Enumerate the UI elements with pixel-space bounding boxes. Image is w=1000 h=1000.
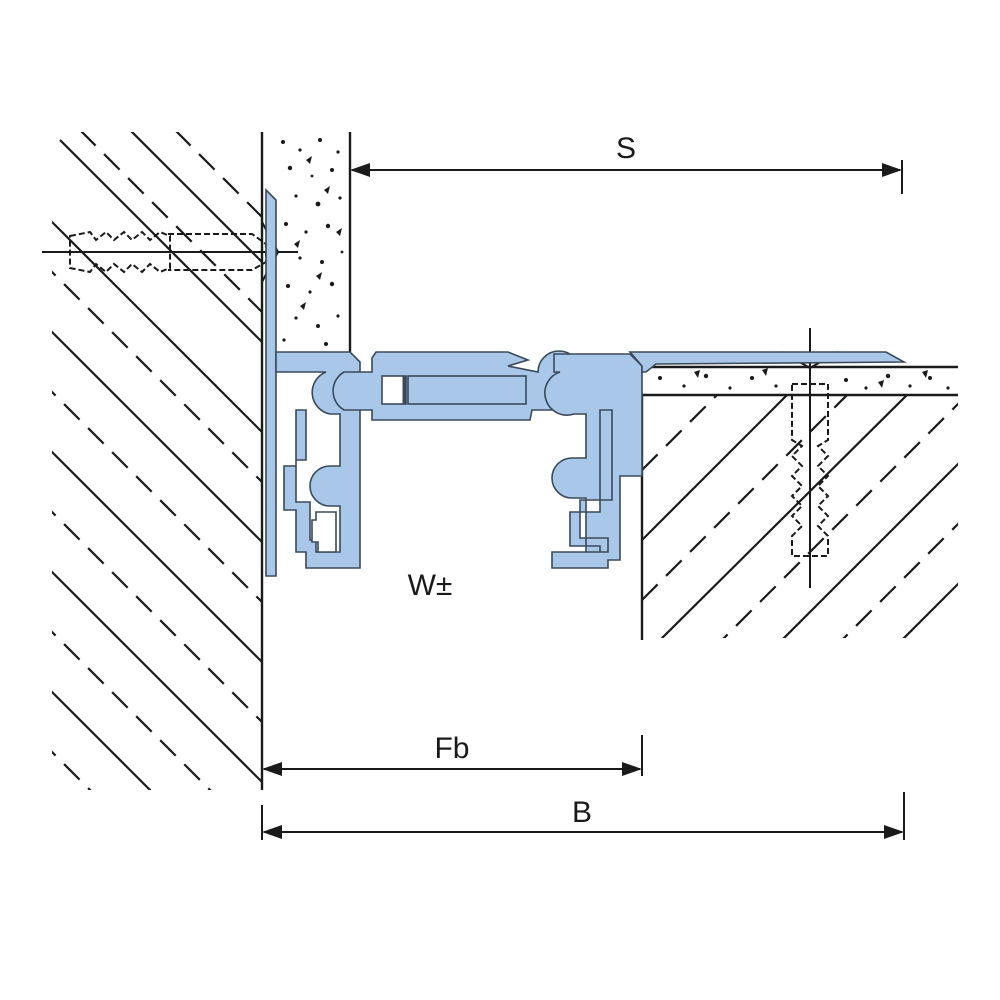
left-wall-hatch: [52, 132, 262, 790]
dimension-s: S: [350, 132, 903, 194]
joint-profile: [265, 188, 908, 577]
left-anchor-dowel: [42, 221, 298, 283]
label-fb: Fb: [434, 732, 469, 765]
right-carrier: [544, 353, 643, 569]
right-slab-hatch: [642, 395, 958, 638]
label-s: S: [616, 132, 636, 165]
label-w: W±: [408, 569, 453, 602]
right-screed-layer: [642, 365, 958, 390]
dimension-b: B: [261, 792, 905, 840]
left-render-layer: [264, 132, 352, 352]
dimension-fb: Fb: [262, 732, 643, 776]
label-b: B: [572, 796, 592, 829]
right-profile-flange: [628, 351, 908, 373]
left-profile-leg: [265, 188, 277, 577]
